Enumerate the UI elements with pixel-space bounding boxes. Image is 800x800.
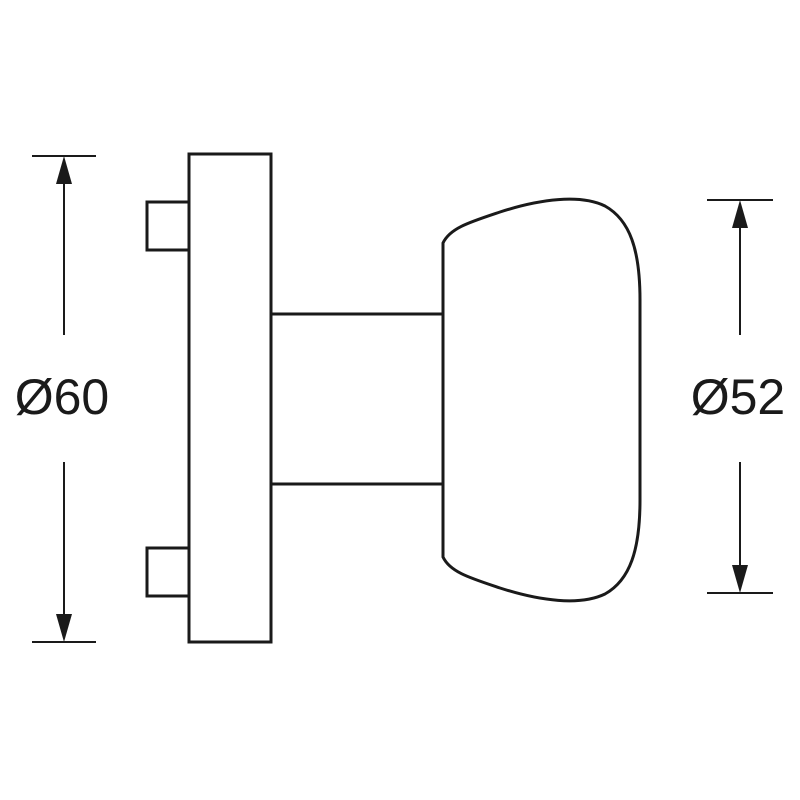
knob-dim-bottom-arrow: [732, 565, 748, 593]
rose-diameter-dimension: Ø60: [15, 155, 110, 643]
bottom-fixing-pin: [145, 546, 189, 598]
knob-diameter-label: Ø52: [691, 369, 786, 425]
rose-plate: [187, 152, 273, 644]
knob-diameter-dimension: Ø52: [691, 199, 786, 594]
rose-dim-bottom-arrow: [56, 614, 72, 642]
knob-head: [441, 197, 642, 603]
rose-dim-top-arrow: [56, 156, 72, 184]
top-fixing-pin: [145, 200, 189, 252]
rose-diameter-label: Ø60: [15, 369, 110, 425]
knob-dim-top-arrow: [732, 200, 748, 228]
